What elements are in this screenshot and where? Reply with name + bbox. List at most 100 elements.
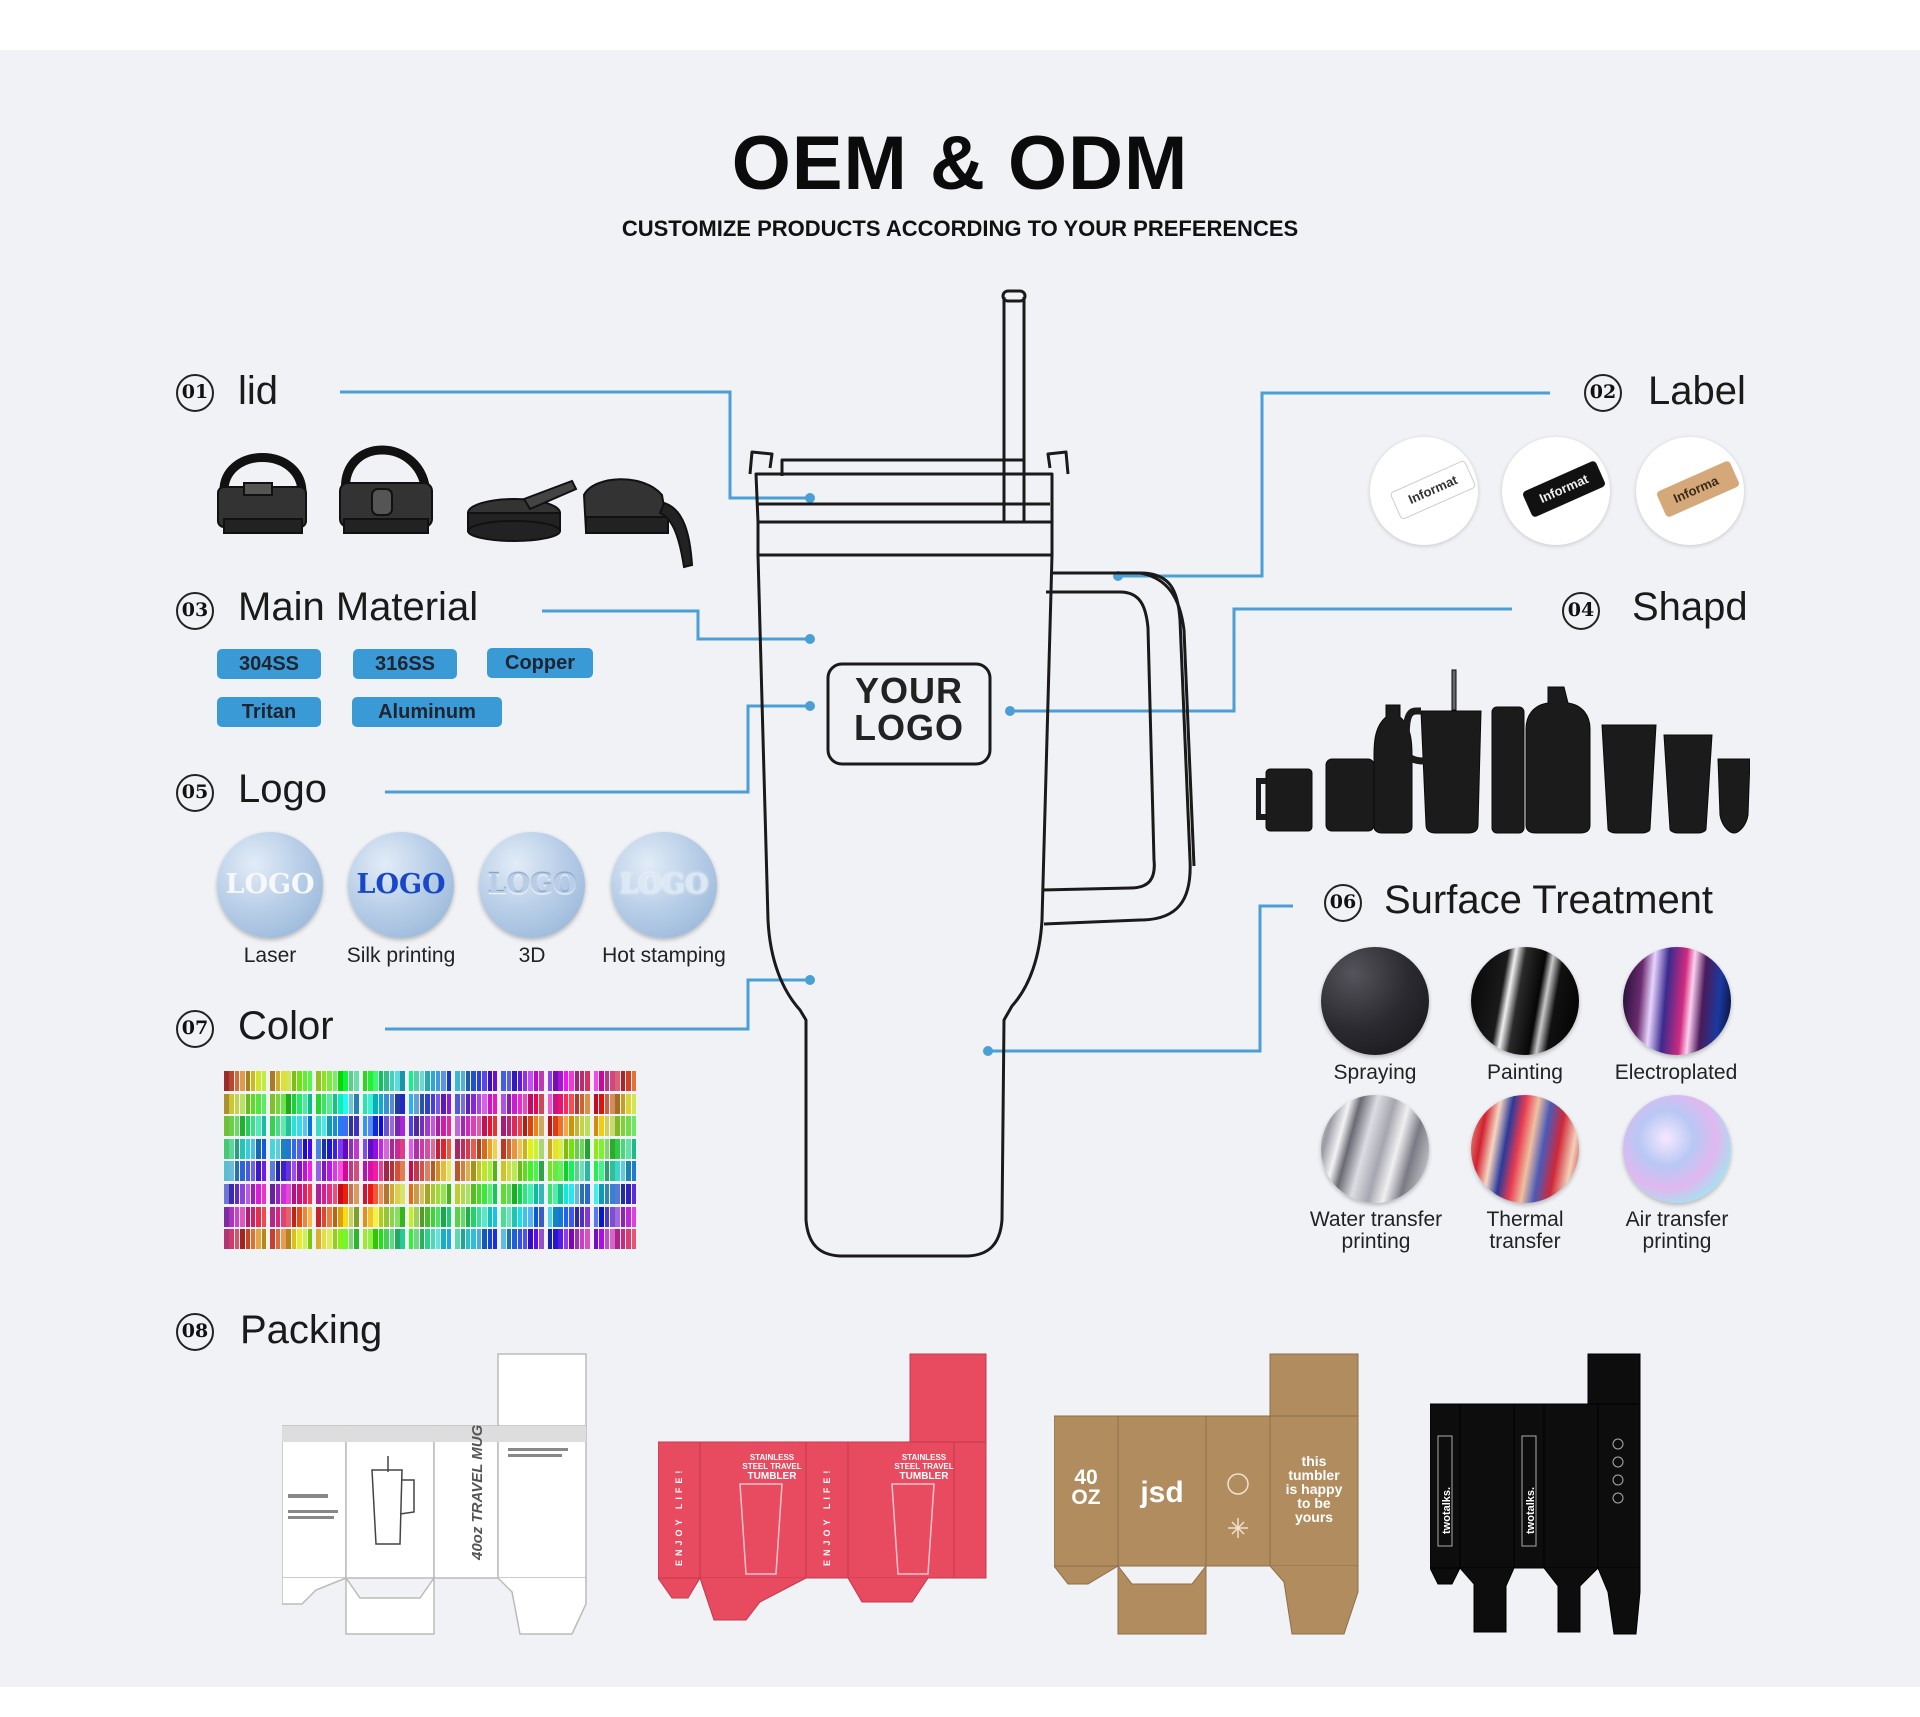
surface-caption-water-transfer: Water transfer printing <box>1309 1208 1443 1253</box>
color-swatch <box>316 1116 321 1137</box>
section-title-packing: Packing <box>240 1308 383 1352</box>
color-swatch-row <box>224 1229 710 1250</box>
color-swatch <box>234 1183 240 1204</box>
color-swatch <box>307 1071 313 1091</box>
color-swatch <box>547 1093 553 1114</box>
color-swatch <box>579 1206 585 1227</box>
color-swatch <box>400 1116 405 1137</box>
color-swatch <box>302 1183 308 1204</box>
color-swatch <box>476 1138 482 1159</box>
color-swatch <box>400 1071 405 1091</box>
color-swatch <box>430 1183 435 1204</box>
color-swatch <box>316 1138 321 1159</box>
color-swatch <box>492 1138 498 1159</box>
color-swatch <box>539 1138 544 1159</box>
logo-caption-laser: Laser <box>243 944 297 967</box>
color-swatch <box>593 1183 599 1204</box>
color-swatch <box>408 1161 414 1182</box>
color-swatch <box>539 1093 544 1114</box>
color-swatch <box>626 1116 631 1137</box>
color-swatch <box>585 1229 590 1250</box>
color-swatch <box>256 1071 261 1091</box>
color-swatch <box>229 1116 234 1137</box>
color-swatch <box>610 1071 615 1091</box>
color-swatch <box>425 1229 430 1250</box>
color-swatch <box>631 1206 637 1227</box>
color-swatch <box>460 1116 466 1137</box>
color-swatch <box>332 1183 338 1204</box>
color-swatch <box>435 1183 441 1204</box>
color-swatch <box>321 1071 327 1091</box>
color-swatch <box>585 1206 590 1227</box>
color-swatch-row <box>224 1206 710 1227</box>
color-swatch <box>553 1206 558 1227</box>
color-swatch <box>626 1161 631 1182</box>
color-swatch <box>599 1229 604 1250</box>
color-swatch <box>389 1161 395 1182</box>
color-swatch <box>362 1183 368 1204</box>
color-swatch <box>240 1093 245 1114</box>
color-swatch <box>492 1183 498 1204</box>
color-swatch <box>348 1229 354 1250</box>
color-swatch <box>430 1161 435 1182</box>
color-swatch <box>400 1229 405 1250</box>
color-swatch <box>610 1183 615 1204</box>
color-swatch <box>487 1229 493 1250</box>
color-swatch <box>512 1229 517 1250</box>
color-swatch <box>610 1229 615 1250</box>
color-swatch <box>224 1138 229 1159</box>
section-number-05: 05 <box>176 774 214 812</box>
color-swatch <box>368 1116 373 1137</box>
color-swatch <box>229 1229 234 1250</box>
color-swatch <box>492 1161 498 1182</box>
color-swatch <box>553 1229 558 1250</box>
color-swatch <box>362 1229 368 1250</box>
color-swatch <box>389 1229 395 1250</box>
color-swatch <box>558 1093 563 1114</box>
color-swatch <box>522 1071 528 1091</box>
packing-box-black: twotalks. twotalks. <box>1430 1353 1641 1635</box>
color-swatch <box>487 1138 493 1159</box>
color-swatch <box>419 1229 425 1250</box>
color-swatch <box>425 1071 430 1091</box>
color-swatch <box>316 1183 321 1204</box>
surface-swatch-spraying <box>1321 947 1429 1055</box>
color-swatch <box>245 1093 251 1114</box>
color-swatch <box>419 1138 425 1159</box>
color-swatch <box>425 1206 430 1227</box>
color-swatch <box>378 1229 384 1250</box>
color-swatch <box>408 1183 414 1204</box>
color-swatch <box>506 1161 512 1182</box>
color-swatch <box>400 1138 405 1159</box>
color-swatch <box>343 1071 348 1091</box>
page-title: OEM & ODM <box>731 121 1189 206</box>
color-swatch <box>343 1138 348 1159</box>
color-swatch <box>250 1229 256 1250</box>
color-swatch <box>620 1161 626 1182</box>
color-swatch <box>378 1206 384 1227</box>
color-swatch <box>307 1093 313 1114</box>
logo-disc-3d: LOGO <box>479 832 585 938</box>
color-swatch <box>234 1161 240 1182</box>
color-swatch <box>240 1229 245 1250</box>
page-subtitle: CUSTOMIZE PRODUCTS ACCORDING TO YOUR PRE… <box>621 216 1299 241</box>
color-swatch <box>585 1093 590 1114</box>
color-swatch <box>302 1116 308 1137</box>
color-swatch <box>599 1206 604 1227</box>
color-swatch <box>563 1138 569 1159</box>
color-swatch <box>460 1206 466 1227</box>
color-swatch <box>338 1071 343 1091</box>
color-swatch <box>378 1138 384 1159</box>
color-swatch <box>327 1161 332 1182</box>
color-swatch <box>563 1229 569 1250</box>
color-swatch <box>465 1161 471 1182</box>
color-swatch <box>270 1093 275 1114</box>
color-swatch <box>441 1206 446 1227</box>
color-swatch <box>332 1093 338 1114</box>
color-swatch <box>234 1116 240 1137</box>
color-swatch <box>307 1183 313 1204</box>
color-swatch <box>593 1161 599 1182</box>
section-title-surface: Surface Treatment <box>1384 878 1714 922</box>
packing-box-white: 40oz TRAVEL MUG <box>282 1353 587 1635</box>
